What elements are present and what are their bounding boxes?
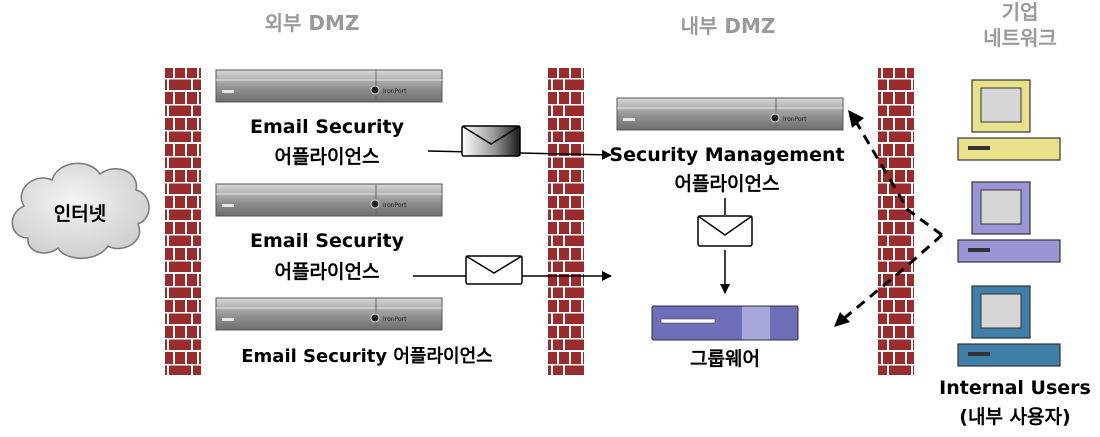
internal-users-label: Internal Users bbox=[939, 377, 1091, 399]
appliance-brand: IronPort bbox=[783, 116, 807, 123]
computer-icon-blue bbox=[957, 285, 1061, 367]
corporate-network-header-line2: 네트워크 bbox=[983, 26, 1057, 50]
internet-label: 인터넷 bbox=[54, 203, 106, 225]
dashed-arrow-users-to-groupware bbox=[841, 233, 943, 322]
email-security-label-1a: Email Security bbox=[250, 116, 405, 138]
firewall-external bbox=[165, 68, 201, 375]
envelope-icon bbox=[465, 255, 523, 285]
envelope-icon-vertical bbox=[697, 215, 753, 247]
email-security-label-2a: Email Security bbox=[250, 230, 405, 252]
corporate-network-header-line1: 기업 bbox=[1002, 0, 1039, 24]
internal-dmz-header: 내부 DMZ bbox=[681, 14, 776, 38]
appliance-brand: IronPort bbox=[383, 88, 407, 95]
email-security-label-3: Email Security 어플라이언스 bbox=[241, 346, 492, 367]
firewall-internal bbox=[548, 68, 584, 375]
email-security-appliance-1: IronPort bbox=[215, 69, 443, 103]
groupware-label: 그룹웨어 bbox=[690, 348, 760, 370]
security-management-label-b: 어플라이언스 bbox=[675, 173, 780, 195]
internal-users-sublabel: (내부 사용자) bbox=[959, 406, 1070, 428]
internet-cloud-icon: 인터넷 bbox=[11, 162, 150, 259]
groupware-server-icon bbox=[651, 305, 799, 341]
computer-icon-yellow bbox=[957, 79, 1061, 161]
security-management-label-a: Security Management bbox=[609, 144, 844, 166]
email-security-appliance-3: IronPort bbox=[215, 297, 443, 331]
security-management-appliance: IronPort bbox=[616, 97, 844, 131]
appliance-brand: IronPort bbox=[383, 316, 407, 323]
appliance-brand: IronPort bbox=[383, 202, 407, 209]
email-security-label-2b: 어플라이언스 bbox=[275, 261, 380, 283]
email-security-label-1b: 어플라이언스 bbox=[275, 146, 380, 168]
envelope-icon-shaded bbox=[461, 125, 521, 157]
firewall-corporate bbox=[878, 68, 914, 375]
dashed-arrow-head-groupware bbox=[834, 312, 850, 327]
dashed-arrow-head-sma bbox=[848, 110, 864, 128]
email-security-appliance-2: IronPort bbox=[215, 183, 443, 217]
computer-icon-purple bbox=[957, 181, 1061, 263]
dashed-arrow-users-to-sma bbox=[853, 119, 943, 237]
external-dmz-header: 외부 DMZ bbox=[265, 11, 360, 35]
